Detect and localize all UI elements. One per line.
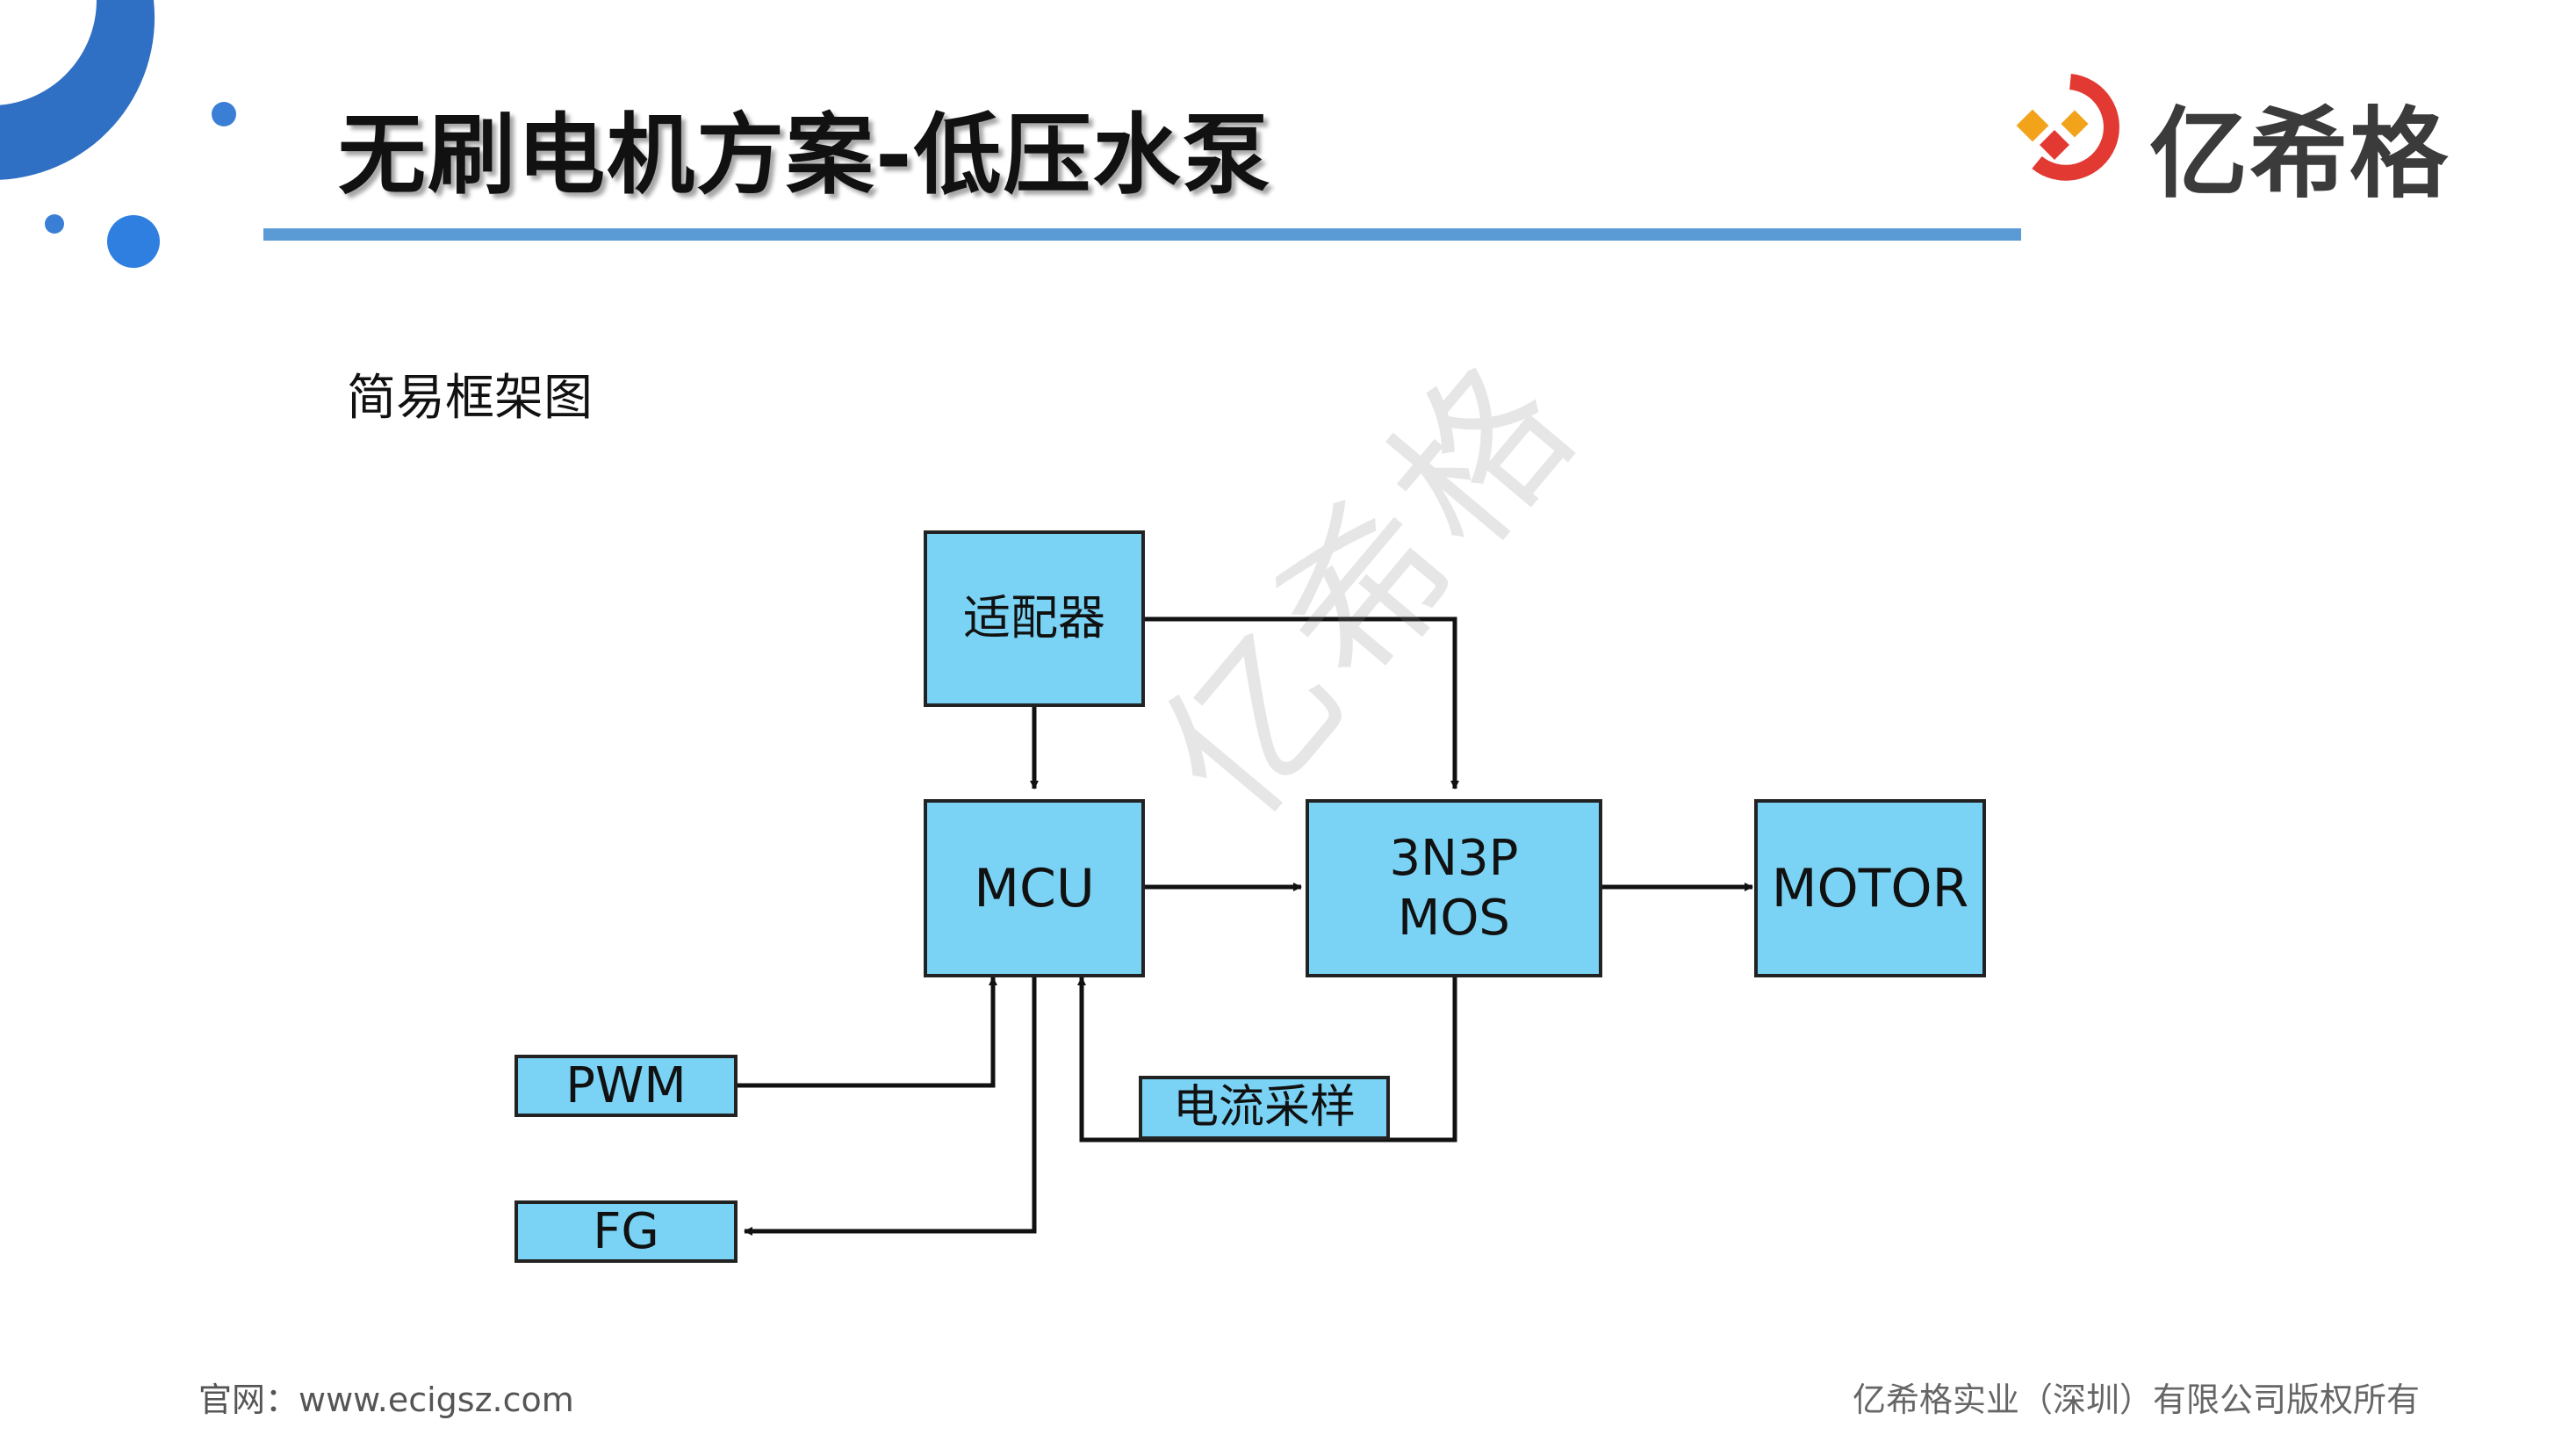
logo-mark-icon — [2016, 74, 2119, 181]
connector-adapter-mos — [1145, 616, 1459, 789]
node-fg: FG — [514, 1200, 738, 1263]
node-mcu: MCU — [924, 799, 1145, 977]
node-adapter: 适配器 — [924, 530, 1145, 707]
node-motor: MOTOR — [1754, 799, 1986, 977]
footer-website: 官网：www.ecigsz.com — [198, 1381, 574, 1419]
title-underline — [263, 228, 2021, 241]
node-pwm: PWM — [514, 1055, 738, 1117]
node-current-sense: 电流采样 — [1139, 1076, 1390, 1140]
connector-mcu-fg — [744, 977, 1037, 1236]
node-mos: 3N3P MOS — [1306, 799, 1602, 977]
diagram-subtitle: 简易框架图 — [347, 370, 593, 427]
connector-pwm-mcu — [738, 977, 997, 1088]
page-title: 无刷电机方案-低压水泵 — [338, 104, 1272, 206]
footer-copyright: 亿希格实业（深圳）有限公司版权所有 — [1853, 1381, 2421, 1419]
company-logo: 亿希格 — [2002, 66, 2476, 212]
corner-decoration — [0, 0, 236, 268]
connector-mos-current-sense-mcu — [1077, 977, 1457, 1143]
logo-text: 亿希格 — [2149, 97, 2450, 212]
